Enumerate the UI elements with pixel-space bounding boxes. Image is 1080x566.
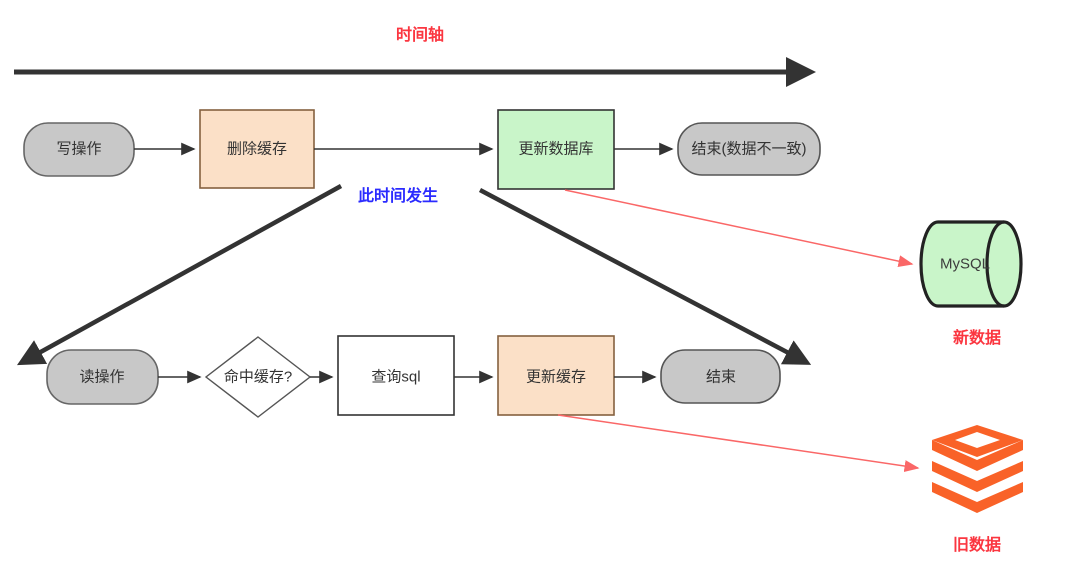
arrow-update-db-to-mysql [564, 189, 914, 268]
node-update-cache[interactable] [497, 335, 615, 416]
node-write-op[interactable] [23, 122, 135, 177]
redis-logo-icon[interactable] [932, 425, 1023, 513]
arrow-timing-down-left [16, 184, 343, 366]
node-end-inconsistent[interactable] [677, 122, 821, 176]
arrow-timing-down-right [478, 188, 812, 365]
node-end[interactable] [660, 349, 781, 404]
node-cache-hit-decision[interactable] [204, 336, 312, 418]
node-read-op[interactable] [46, 349, 159, 405]
node-delete-cache[interactable] [199, 109, 315, 189]
mysql-cylinder-body [919, 220, 1023, 308]
mysql-database-cylinder[interactable] [919, 220, 1023, 308]
redis-layer-top-plate [932, 425, 1023, 457]
redis-layer-upper [932, 440, 1023, 471]
node-query-sql[interactable] [337, 335, 455, 416]
redis-layer-bottom [932, 482, 1023, 513]
redis-layer-middle [932, 461, 1023, 492]
mysql-cylinder-cap [985, 220, 1005, 308]
arrow-update-cache-to-redis [557, 414, 920, 472]
node-update-db[interactable] [497, 109, 615, 190]
